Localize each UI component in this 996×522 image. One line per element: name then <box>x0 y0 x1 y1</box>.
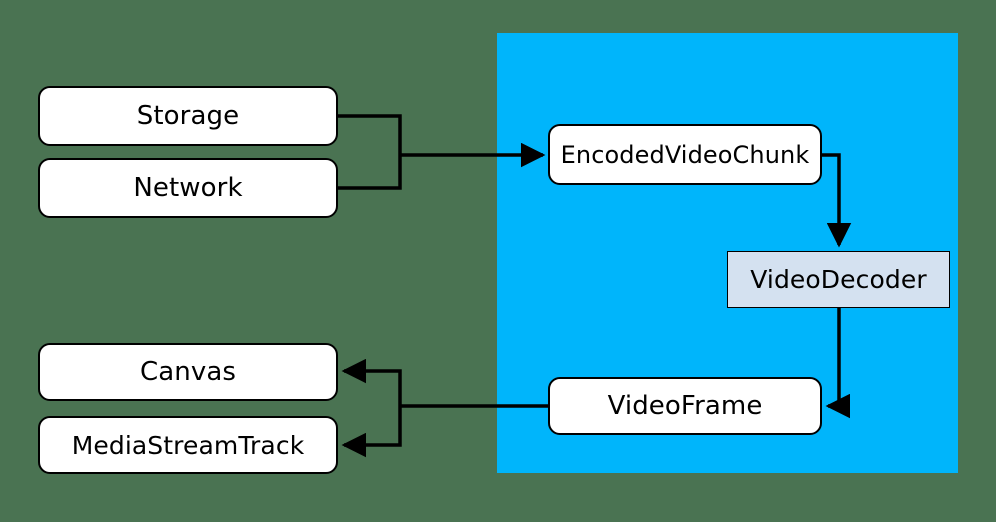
node-canvas-label: Canvas <box>139 357 237 387</box>
edge-frame-to-mediastreamtrack <box>341 406 402 458</box>
node-videoframe[interactable]: VideoFrame <box>548 377 822 435</box>
node-network[interactable]: Network <box>38 158 338 218</box>
node-videodecoder[interactable]: VideoDecoder <box>727 251 950 308</box>
node-videodecoder-label: VideoDecoder <box>750 265 927 294</box>
node-encodedvideochunk-label: EncodedVideoChunk <box>560 140 810 169</box>
node-mediastreamtrack-label: MediaStreamTrack <box>71 430 305 460</box>
node-mediastreamtrack[interactable]: MediaStreamTrack <box>38 416 338 474</box>
edge-frame-to-canvas <box>341 358 402 406</box>
node-videoframe-label: VideoFrame <box>607 391 763 421</box>
node-encodedvideochunk[interactable]: EncodedVideoChunk <box>548 124 822 185</box>
edge-network-to-chunk <box>338 155 402 190</box>
node-network-label: Network <box>133 173 243 203</box>
node-storage[interactable]: Storage <box>38 86 338 146</box>
node-canvas[interactable]: Canvas <box>38 343 338 401</box>
edge-storage-to-chunk <box>338 114 402 155</box>
node-storage-label: Storage <box>136 101 240 131</box>
